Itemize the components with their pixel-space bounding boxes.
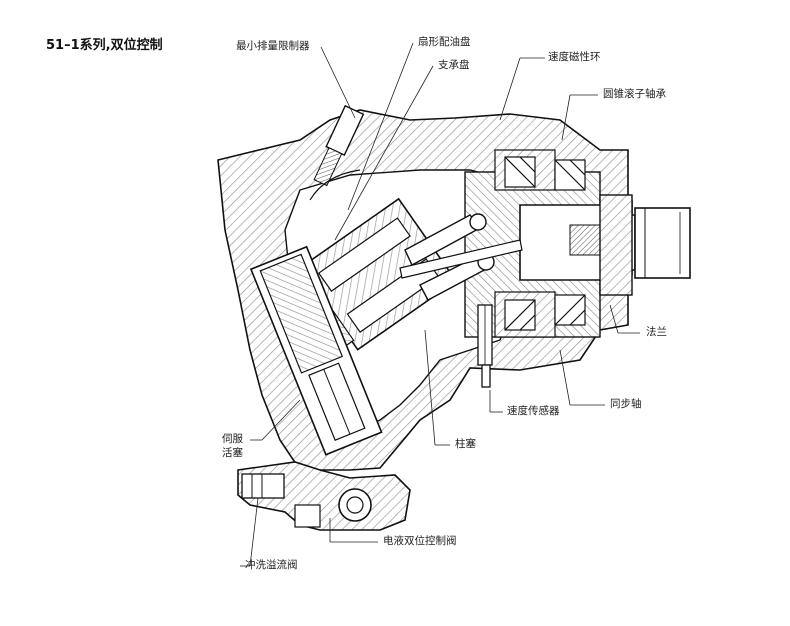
- label-flange: 法兰: [646, 326, 667, 338]
- label-support-plate: 支承盘: [438, 59, 470, 71]
- label-kidney-port-plate: 扇形配油盘: [418, 36, 471, 48]
- label-speed-magnetic-ring: 速度磁性环: [548, 51, 601, 63]
- label-servo-piston-line2: 活塞: [222, 447, 243, 459]
- servo-piston-assembly: [249, 245, 383, 456]
- output-shaft: [634, 207, 691, 279]
- mounting-flange: [599, 194, 633, 296]
- speed-sensor-part: [477, 304, 493, 388]
- label-piston: 柱塞: [455, 438, 476, 450]
- control-valve-body: [237, 461, 411, 531]
- label-flushing-overflow-valve: 冲洗溢流阀: [245, 559, 298, 571]
- kidney-port-plate-arc: [309, 169, 361, 201]
- leader-lines: [240, 42, 640, 567]
- label-speed-sensor: 速度传感器: [507, 405, 560, 417]
- label-min-displacement-limiter: 最小排量限制器: [236, 40, 310, 52]
- center-pin: [399, 239, 523, 279]
- tapered-roller-bearings: [504, 156, 586, 331]
- label-sync-shaft: 同步轴: [610, 398, 642, 410]
- piston-rods: [404, 213, 495, 301]
- diagram-title: 51–1系列,双位控制: [46, 38, 163, 53]
- label-servo-piston-line1: 伺服: [222, 433, 243, 445]
- min-displacement-limiter-part: [313, 104, 365, 187]
- label-tapered-roller-bearing: 圆锥滚子轴承: [603, 88, 666, 100]
- label-ehydraulic-two-position-valve: 电液双位控制阀: [383, 535, 457, 547]
